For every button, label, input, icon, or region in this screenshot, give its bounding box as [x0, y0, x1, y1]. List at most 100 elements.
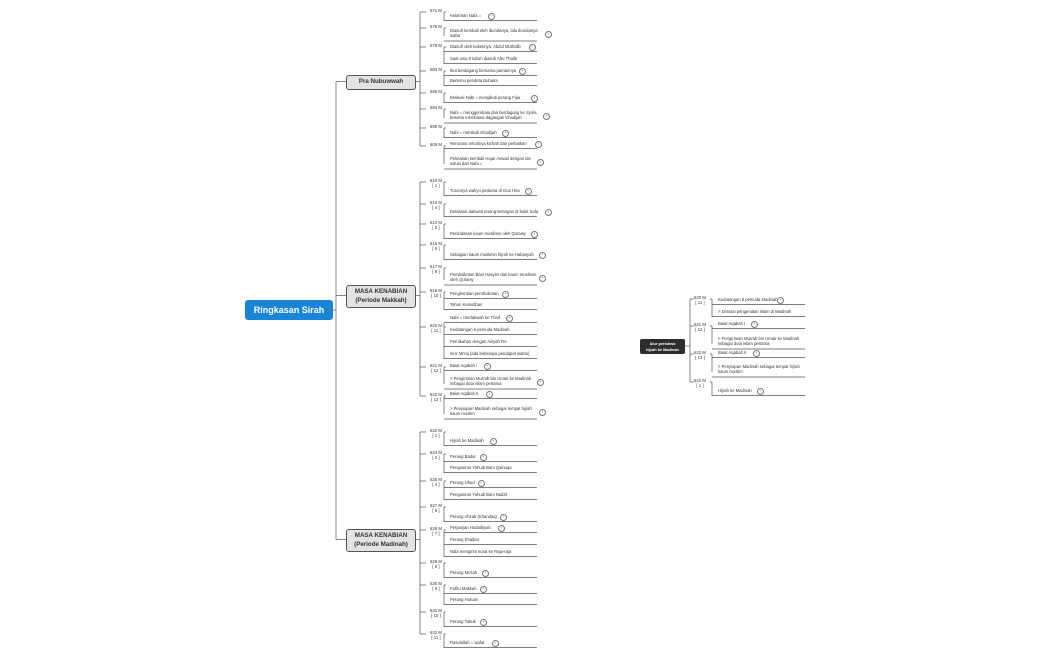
- event-item[interactable]: Diasuh kembali oleh ibundanya, lalu ibun…: [450, 28, 538, 39]
- event-item[interactable]: > Pengiriman Mus'ab bin Umair ke Madinah…: [718, 336, 799, 347]
- event-item[interactable]: Bertemu pendeta Buhaira: [450, 78, 498, 83]
- text-line: Deklarasi dakwah terang-terangan di buki…: [450, 209, 539, 214]
- event-item[interactable]: Hijrah ke Madinah: [450, 438, 484, 443]
- collapse-circle-icon[interactable]: +: [545, 208, 552, 216]
- collapse-circle-icon[interactable]: +: [539, 408, 547, 416]
- event-item[interactable]: Baiat Aqabah II: [450, 391, 478, 396]
- event-item[interactable]: Pengusiran Yahudi Bani Nadzir: [450, 492, 508, 497]
- event-item[interactable]: Fathu Makkah: [450, 586, 477, 591]
- collapse-circle-icon[interactable]: +: [528, 43, 536, 51]
- event-item[interactable]: Ekskusi Nabi = mengikuti perang Fijar: [450, 95, 520, 100]
- event-item[interactable]: Isra' Mi'raj (ada beberapa pendapat wakt…: [450, 351, 529, 356]
- collapse-circle-icon[interactable]: +: [545, 30, 552, 38]
- collapse-circle-icon[interactable]: +: [485, 390, 493, 398]
- event-item[interactable]: Nabi = menggembala dan berdagang ke Syir…: [450, 110, 538, 121]
- event-item[interactable]: Perang Uhud: [450, 480, 475, 485]
- event-item[interactable]: Nabi = berdakwah ke Thaif: [450, 315, 500, 320]
- event-item[interactable]: Baiat Aqabah II: [718, 350, 746, 355]
- text-line: Rasulullah = wafat: [450, 640, 485, 645]
- collapse-circle-icon[interactable]: +: [502, 290, 510, 298]
- text-line: 614 M: [430, 220, 442, 225]
- text-line: Diasuh kembali oleh ibundanya, lalu ibun…: [450, 28, 538, 33]
- collapse-circle-icon[interactable]: +: [539, 274, 547, 282]
- event-item[interactable]: Perang Ahzab (Khandaq): [450, 514, 497, 519]
- text-line: Perang Uhud: [450, 480, 475, 485]
- collapse-circle-icon[interactable]: +: [537, 378, 544, 386]
- event-item[interactable]: Tahun Kesedihan: [450, 302, 482, 307]
- event-item[interactable]: > Dimulai pengenalan islam di Madinah: [718, 309, 791, 314]
- event-item[interactable]: > Penyiapan Madinah sebagai tempat hijra…: [718, 364, 800, 375]
- collapse-circle-icon[interactable]: +: [756, 387, 764, 395]
- text-line: Kedatangan 6 pemuda Madinah: [450, 327, 510, 332]
- collapse-circle-icon[interactable]: +: [489, 437, 497, 445]
- collapse-circle-icon[interactable]: +: [500, 513, 508, 521]
- event-item[interactable]: Peletakan kembali Hajar Aswad dengan ide…: [450, 156, 531, 167]
- event-item[interactable]: Diasuh oleh kakeknya, Abdul Muthalib: [450, 44, 521, 49]
- collapse-circle-icon[interactable]: +: [479, 453, 487, 461]
- collapse-circle-icon[interactable]: +: [502, 129, 510, 137]
- collapse-circle-icon[interactable]: +: [543, 112, 551, 120]
- event-item[interactable]: Perjanjian Hudaibiyah: [450, 525, 491, 530]
- collapse-circle-icon[interactable]: +: [539, 251, 547, 259]
- event-item[interactable]: Penghentian pemboikotan: [450, 291, 499, 296]
- event-item[interactable]: Pengusiran Yahudi Bani Qainuqa: [450, 465, 512, 470]
- event-item[interactable]: Saat usia 8 tahun diasuh Abu Thalib: [450, 56, 517, 61]
- section-topic[interactable]: MASA KENABIAN(Periode Madinah): [346, 529, 416, 552]
- collapse-circle-icon[interactable]: +: [477, 479, 485, 487]
- text-line: 613 M: [430, 200, 442, 205]
- collapse-circle-icon[interactable]: +: [479, 618, 487, 626]
- event-item[interactable]: Pemboikotan Bani Hasyim dan kaum muslimi…: [450, 272, 536, 283]
- event-item[interactable]: Perang Mu'tah: [450, 570, 477, 575]
- event-item[interactable]: Baiat Aqabah I: [450, 363, 477, 368]
- year-label: 621 M[ 12 ]: [426, 363, 446, 374]
- event-item[interactable]: Pernikahan dengan Aisyah RA: [450, 339, 507, 344]
- collapse-circle-icon[interactable]: +: [506, 314, 514, 322]
- event-item[interactable]: Turunnya wahyu pertama di Gua Hira: [450, 188, 520, 193]
- event-item[interactable]: Perang Badar: [450, 454, 476, 459]
- collapse-circle-icon[interactable]: +: [491, 639, 499, 647]
- collapse-circle-icon[interactable]: +: [530, 94, 538, 102]
- collapse-circle-icon[interactable]: +: [752, 349, 760, 357]
- text-line: Turunnya wahyu pertama di Gua Hira: [450, 188, 520, 193]
- collapse-circle-icon[interactable]: +: [530, 230, 538, 238]
- collapse-circle-icon[interactable]: +: [481, 569, 489, 577]
- event-item[interactable]: > Penyiapan Madinah sebagai tempat hijra…: [450, 406, 532, 417]
- event-item[interactable]: Kelahiran Nabi =: [450, 13, 481, 18]
- collapse-circle-icon[interactable]: +: [534, 140, 542, 148]
- event-item[interactable]: Penindasan kaum muslimin oleh Quraisy: [450, 231, 526, 236]
- section-topic[interactable]: Pra Nubuwwah: [346, 75, 416, 90]
- collapse-circle-icon[interactable]: +: [487, 12, 495, 20]
- event-item[interactable]: Sebagian kaum muslimin hijrah ke Habasya…: [450, 252, 534, 257]
- collapse-circle-icon[interactable]: +: [498, 524, 506, 532]
- collapse-circle-icon[interactable]: +: [479, 585, 487, 593]
- text-line: Perang Badar: [450, 454, 476, 459]
- collapse-circle-icon[interactable]: +: [524, 187, 532, 195]
- event-item[interactable]: Nabi = menikah Khadijah: [450, 130, 497, 135]
- event-item[interactable]: Kedatangan 6 pemuda Madinah: [718, 297, 778, 302]
- event-item[interactable]: Hijrah ke Madinah: [718, 388, 752, 393]
- event-item[interactable]: Nabi mengirim surat ke Raja-raja: [450, 549, 511, 554]
- event-item[interactable]: Renovasi rekotinya ka'bah dan perbaikan: [450, 141, 527, 146]
- event-item[interactable]: Ikut berdagang bersama pamannya: [450, 68, 516, 73]
- text-line: 622 M: [694, 378, 706, 383]
- collapse-circle-icon[interactable]: +: [537, 158, 544, 166]
- collapse-circle-icon[interactable]: +: [518, 67, 526, 75]
- event-item[interactable]: Perang Hunain: [450, 597, 478, 602]
- event-item[interactable]: Baiat Aqabah I: [718, 321, 745, 326]
- root-topic[interactable]: Ringkasan Sirah: [245, 300, 333, 320]
- collapse-circle-icon[interactable]: +: [750, 320, 758, 328]
- event-item[interactable]: Perang Tabuk: [450, 619, 476, 624]
- collapse-circle-icon[interactable]: +: [483, 362, 491, 370]
- event-item[interactable]: Kedatangan 6 pemuda Madinah: [450, 327, 510, 332]
- event-item[interactable]: Deklarasi dakwah terang-terangan di buki…: [450, 209, 538, 214]
- text-line: Fathu Makkah: [450, 586, 477, 591]
- aside-topic[interactable]: Alur peristiwa hijrah ke Madinah: [640, 339, 685, 354]
- text-line: solusi dari Nabi =: [450, 161, 483, 167]
- collapse-circle-icon[interactable]: +: [777, 296, 785, 304]
- text-line: Nabi mengirim surat ke Raja-raja: [450, 549, 512, 554]
- event-item[interactable]: > Pengiriman Mus'ab bin Umair ke Madinah…: [450, 376, 531, 387]
- section-topic[interactable]: MASA KENABIAN(Periode Makkah): [346, 285, 416, 308]
- text-line: sebagai duta islam pertama: [450, 381, 502, 387]
- event-item[interactable]: Perang Khaibar: [450, 537, 479, 542]
- event-item[interactable]: Rasulullah = wafat: [450, 640, 484, 645]
